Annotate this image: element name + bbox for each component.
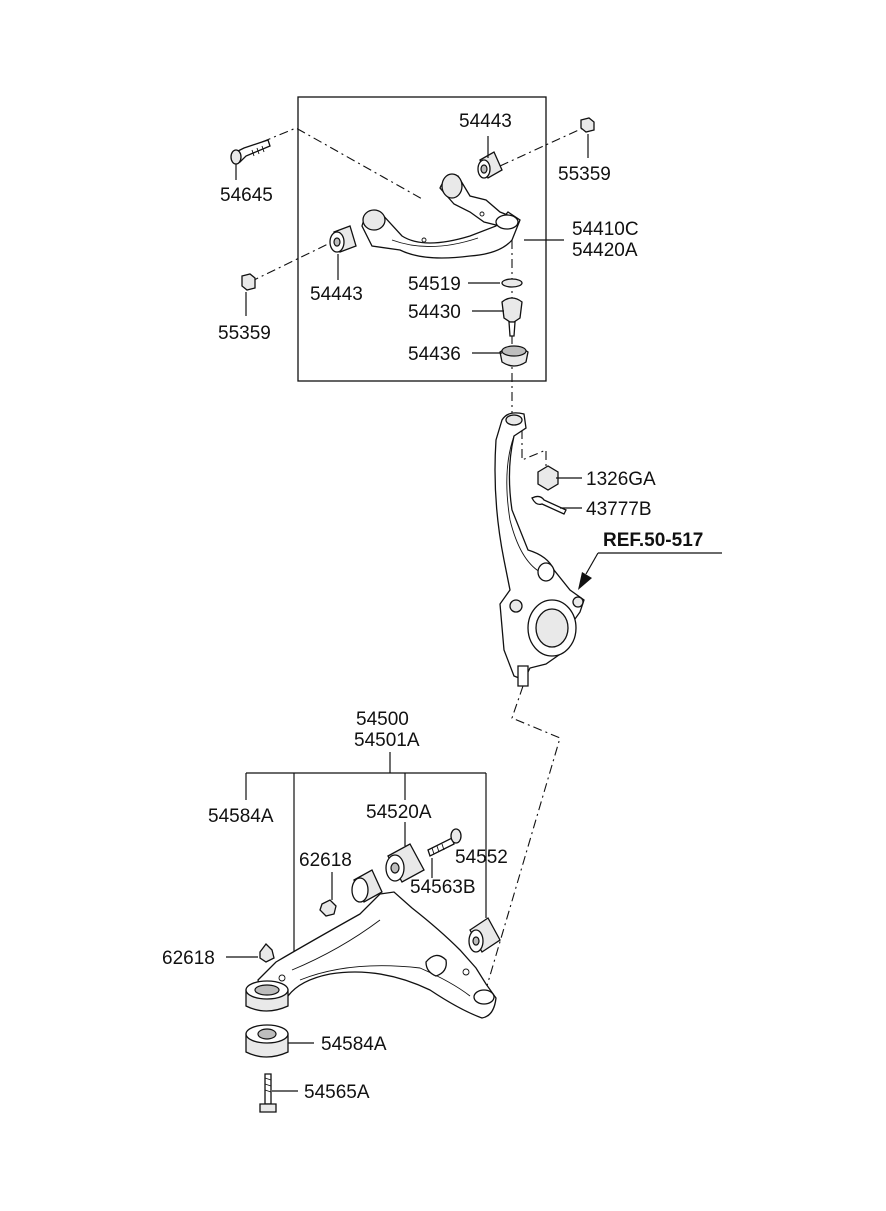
bushing-54520A-icon — [385, 843, 425, 883]
nut-55359-left-icon — [241, 273, 256, 291]
bolt-54563B-icon — [427, 828, 462, 857]
label-1326GA: 1326GA — [586, 469, 656, 490]
leader-lines — [226, 134, 589, 1092]
axis-line-bolt — [261, 127, 425, 201]
label-54500: 54500 — [356, 709, 409, 730]
label-54420A: 54420A — [572, 240, 638, 261]
steering-knuckle-icon — [494, 412, 585, 687]
bushing-54584A-lower-icon — [245, 1024, 289, 1058]
nut-62618-left-icon — [259, 943, 275, 963]
bolt-54645-icon — [230, 139, 271, 165]
label-54519: 54519 — [408, 274, 461, 295]
bushing-54443-top-icon — [477, 151, 503, 179]
label-55359-left: 55359 — [218, 323, 271, 344]
ball-joint-54430-icon — [501, 297, 523, 337]
arm-rear-bushing-icon — [245, 980, 289, 1012]
label-62618-mid: 62618 — [299, 850, 352, 871]
label-54501A: 54501A — [354, 730, 420, 751]
label-54565A: 54565A — [304, 1082, 370, 1103]
nut-55359-right-icon — [580, 117, 595, 133]
lower-group-bracket — [245, 752, 487, 958]
upper-control-arm-icon — [361, 173, 521, 259]
label-54584A-lower: 54584A — [321, 1034, 387, 1055]
bolt-54565A-icon — [259, 1073, 277, 1113]
dust-boot-54436-icon — [499, 345, 529, 367]
label-43777B: 43777B — [586, 499, 652, 520]
nut-1326GA-icon — [537, 465, 559, 491]
axis-line-right-bushing — [499, 127, 584, 167]
bushing-54552-icon — [468, 917, 501, 953]
label-54584A-upper: 54584A — [208, 806, 274, 827]
arm-front-bushing-icon — [351, 869, 383, 903]
bushing-54443-left-icon — [329, 225, 357, 253]
label-54443-left: 54443 — [310, 284, 363, 305]
ref-arrow-icon — [578, 552, 722, 590]
label-62618-left: 62618 — [162, 948, 215, 969]
label-54552: 54552 — [455, 847, 508, 868]
upper-arm-group-box — [297, 96, 547, 382]
axis-line-nut — [521, 430, 547, 470]
label-54410C: 54410C — [572, 219, 639, 240]
label-54645: 54645 — [220, 185, 273, 206]
label-54436: 54436 — [408, 344, 461, 365]
label-54443-top: 54443 — [459, 111, 512, 132]
label-ref-50-517: REF.50-517 — [603, 530, 703, 551]
axis-line-knuckle-lower — [483, 685, 561, 997]
cotter-pin-43777B-icon — [531, 495, 567, 515]
label-54520A: 54520A — [366, 802, 432, 823]
nut-62618-mid-icon — [319, 899, 337, 917]
ring-54519-icon — [501, 278, 523, 288]
label-54563B: 54563B — [410, 877, 476, 898]
label-54430: 54430 — [408, 302, 461, 323]
label-55359-right: 55359 — [558, 164, 611, 185]
axis-line-left-bushing — [249, 242, 331, 283]
lower-control-arm-icon — [257, 891, 497, 1019]
